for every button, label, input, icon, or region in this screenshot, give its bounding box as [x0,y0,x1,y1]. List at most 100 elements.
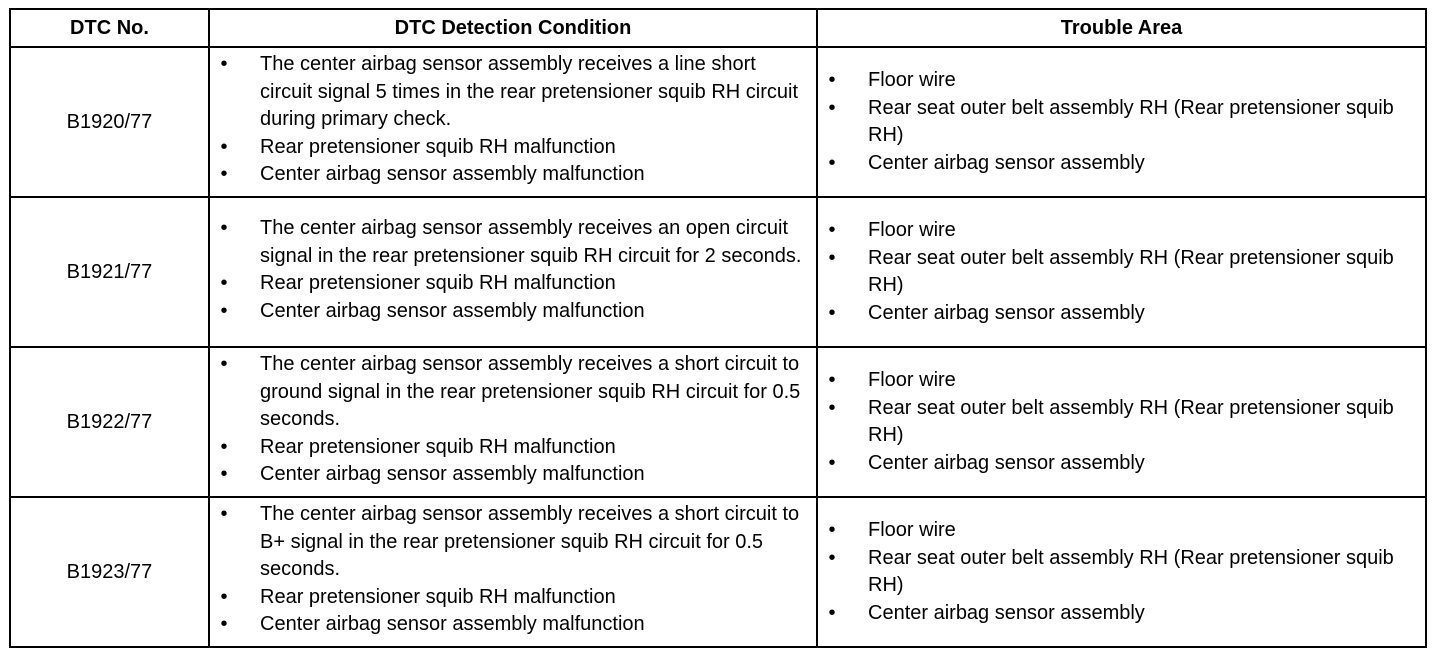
condition-item: • The center airbag sensor assembly recei… [210,351,816,434]
bullet-icon: • [220,272,228,294]
trouble-area-text: Center airbag sensor assembly [868,151,1145,174]
condition-text: The center airbag sensor assembly receiv… [260,53,798,131]
condition-item: • The center airbag sensor assembly recei… [210,51,816,134]
bullet-icon: • [828,546,836,569]
bullet-icon: • [828,369,836,391]
condition-list: • The center airbag sensor assembly recei… [210,351,816,489]
bullet-icon: • [828,601,836,624]
trouble-area-item: • Rear seat outer belt assembly RH (Rear … [818,245,1425,300]
dtc-code: B1920/77 [9,46,210,198]
condition-list: • The center airbag sensor assembly recei… [210,501,816,639]
trouble-area-item: • Rear seat outer belt assembly RH (Rear … [818,545,1425,600]
bullet-icon: • [220,613,228,636]
trouble-area-text: Floor wire [868,519,956,541]
trouble-area-item: • Floor wire [818,67,1425,95]
header-row: DTC No. DTC Detection Condition Trouble … [9,8,1427,48]
trouble-area-cell: • Floor wire • Rear seat outer belt assemb… [816,196,1427,348]
table-row: B1923/77 • The center airbag sensor assem… [9,496,1427,648]
condition-list: • The center airbag sensor assembly recei… [210,215,816,325]
condition-text: Center airbag sensor assembly malfunctio… [260,613,645,636]
condition-text: Rear pretensioner squib RH malfunction [260,135,616,158]
condition-text: The center airbag sensor assembly receiv… [260,353,801,431]
condition-item: • Rear pretensioner squib RH malfunction [210,584,816,612]
trouble-area-item: • Center airbag sensor assembly [818,450,1425,478]
bullet-icon: • [220,463,228,486]
condition-item: • Rear pretensioner squib RH malfunction [210,270,816,298]
trouble-area-item: • Floor wire [818,217,1425,245]
bullet-icon: • [220,585,228,608]
table-row: B1921/77 • The center airbag sensor assem… [9,196,1427,348]
condition-item: • Rear pretensioner squib RH malfunction [210,434,816,462]
trouble-area-item: • Floor wire [818,367,1425,395]
trouble-area-item: • Rear seat outer belt assembly RH (Rear … [818,395,1425,450]
trouble-area-cell: • Floor wire • Rear seat outer belt assemb… [816,496,1427,648]
detection-condition-cell: • The center airbag sensor assembly recei… [208,346,818,498]
bullet-icon: • [220,503,228,526]
condition-item: • The center airbag sensor assembly recei… [210,215,816,270]
trouble-area-text: Rear seat outer belt assembly RH (Rear p… [868,96,1394,147]
bullet-icon: • [220,435,228,458]
bullet-icon: • [220,135,228,158]
trouble-area-list: • Floor wire • Rear seat outer belt assemb… [818,67,1425,177]
detection-condition-cell: • The center airbag sensor assembly recei… [208,496,818,648]
trouble-area-list: • Floor wire • Rear seat outer belt assemb… [818,217,1425,327]
dtc-code: B1923/77 [9,496,210,648]
trouble-area-cell: • Floor wire • Rear seat outer belt assemb… [816,46,1427,198]
trouble-area-item: • Rear seat outer belt assembly RH (Rear … [818,95,1425,150]
trouble-area-item: • Center airbag sensor assembly [818,600,1425,628]
bullet-icon: • [220,53,228,76]
bullet-icon: • [828,451,836,474]
bullet-icon: • [828,396,836,419]
header-dtc-no: DTC No. [9,8,210,48]
condition-item: • The center airbag sensor assembly recei… [210,501,816,584]
bullet-icon: • [220,217,228,239]
condition-text: The center airbag sensor assembly receiv… [260,503,800,581]
trouble-area-text: Center airbag sensor assembly [868,301,1145,324]
detection-condition-cell: • The center airbag sensor assembly recei… [208,46,818,198]
header-detection-condition: DTC Detection Condition [208,8,818,48]
condition-text: Center airbag sensor assembly malfunctio… [260,299,645,322]
trouble-area-text: Rear seat outer belt assembly RH (Rear p… [868,246,1394,297]
condition-item: • Rear pretensioner squib RH malfunction [210,134,816,162]
bullet-icon: • [828,519,836,541]
bullet-icon: • [828,246,836,269]
detection-condition-cell: • The center airbag sensor assembly recei… [208,196,818,348]
trouble-area-text: Floor wire [868,219,956,241]
condition-item: • Center airbag sensor assembly malfuncti… [210,298,816,326]
bullet-icon: • [220,353,228,376]
bullet-icon: • [828,301,836,324]
condition-text: Center airbag sensor assembly malfunctio… [260,163,645,186]
condition-text: Center airbag sensor assembly malfunctio… [260,463,645,486]
bullet-icon: • [828,69,836,91]
condition-text: Rear pretensioner squib RH malfunction [260,272,616,294]
condition-text: Rear pretensioner squib RH malfunction [260,435,616,458]
trouble-area-item: • Center airbag sensor assembly [818,300,1425,328]
trouble-area-item: • Center airbag sensor assembly [818,150,1425,178]
trouble-area-text: Center airbag sensor assembly [868,451,1145,474]
trouble-area-cell: • Floor wire • Rear seat outer belt assemb… [816,346,1427,498]
header-trouble-area: Trouble Area [816,8,1427,48]
condition-item: • Center airbag sensor assembly malfuncti… [210,611,816,639]
condition-list: • The center airbag sensor assembly recei… [210,51,816,189]
bullet-icon: • [828,151,836,174]
condition-item: • Center airbag sensor assembly malfuncti… [210,161,816,189]
dtc-code: B1921/77 [9,196,210,348]
table-row: B1922/77 • The center airbag sensor assem… [9,346,1427,498]
condition-text: The center airbag sensor assembly receiv… [260,217,802,267]
table-row: B1920/77 • The center airbag sensor assem… [9,46,1427,198]
trouble-area-item: • Floor wire [818,517,1425,545]
condition-text: Rear pretensioner squib RH malfunction [260,585,616,608]
trouble-area-text: Floor wire [868,369,956,391]
dtc-code: B1922/77 [9,346,210,498]
trouble-area-text: Rear seat outer belt assembly RH (Rear p… [868,396,1394,447]
trouble-area-text: Center airbag sensor assembly [868,601,1145,624]
trouble-area-text: Floor wire [868,69,956,91]
bullet-icon: • [220,163,228,186]
bullet-icon: • [828,219,836,241]
trouble-area-text: Rear seat outer belt assembly RH (Rear p… [868,546,1394,597]
trouble-area-list: • Floor wire • Rear seat outer belt assemb… [818,367,1425,477]
bullet-icon: • [220,299,228,322]
condition-item: • Center airbag sensor assembly malfuncti… [210,461,816,489]
trouble-area-list: • Floor wire • Rear seat outer belt assemb… [818,517,1425,627]
bullet-icon: • [828,96,836,119]
